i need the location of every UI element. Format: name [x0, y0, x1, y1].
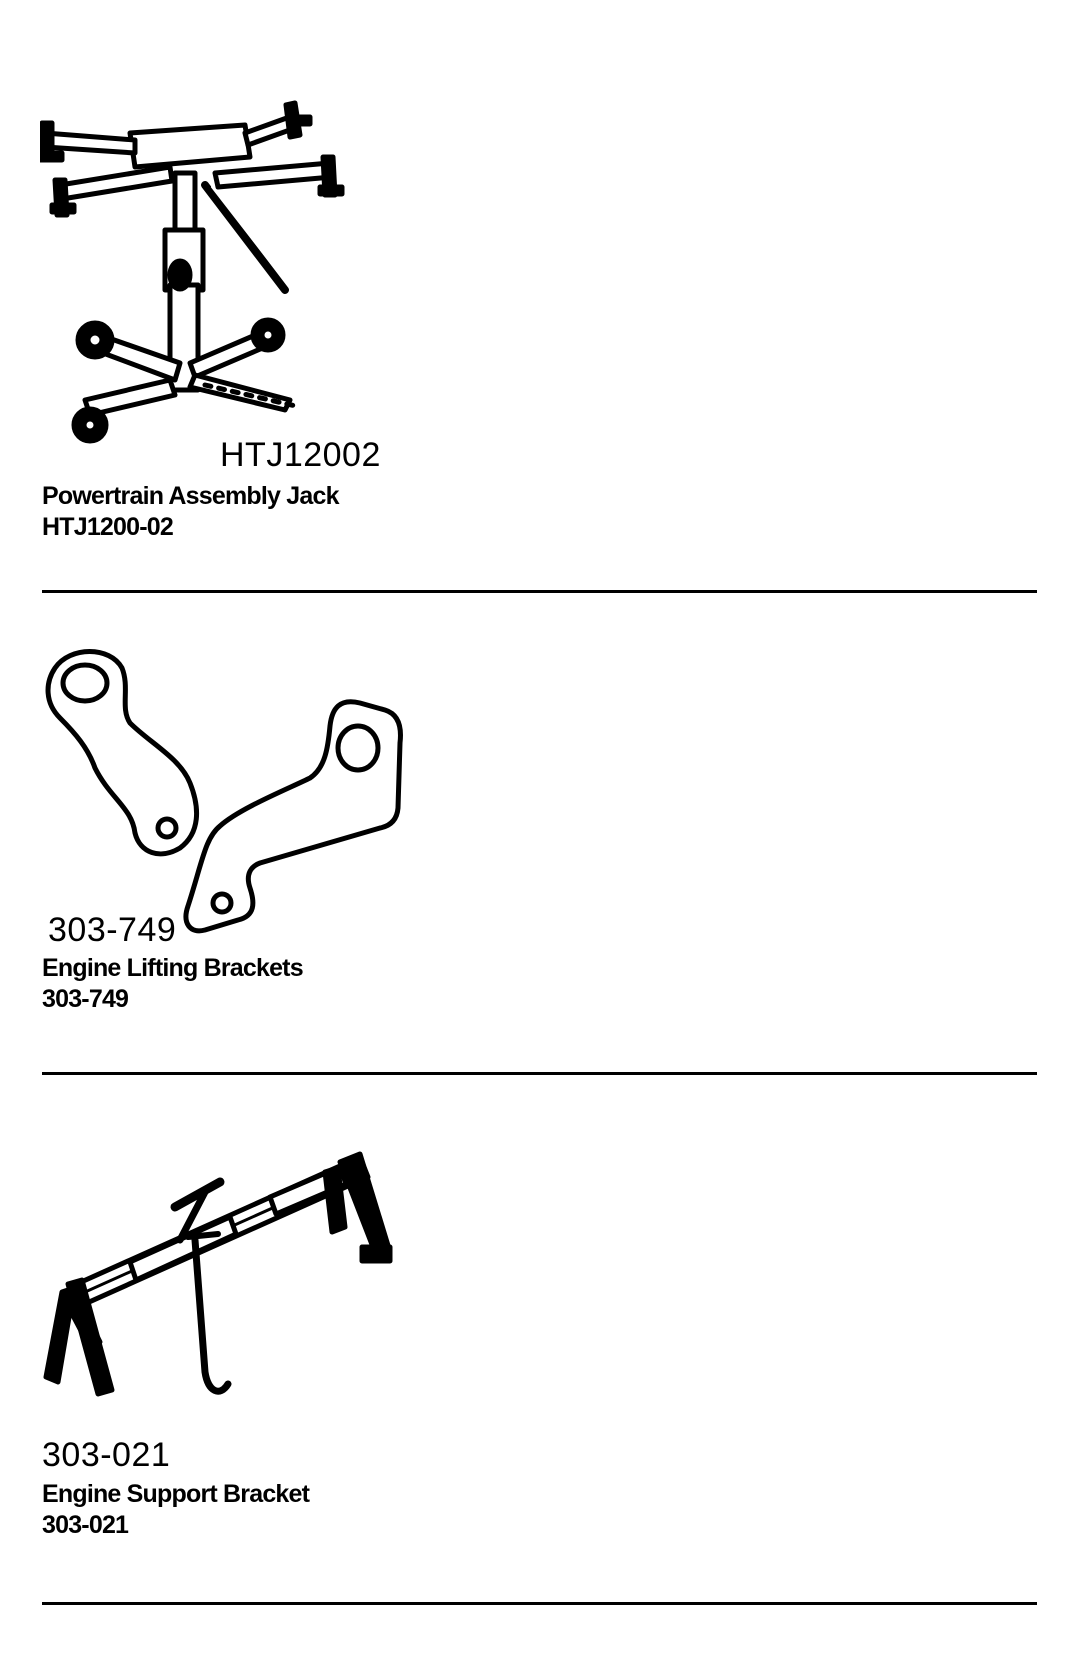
- illustration-code: 303-021: [42, 1436, 171, 1474]
- lifting-brackets-illustration: [45, 649, 403, 934]
- powertrain-jack-illustration: [40, 100, 345, 444]
- tool-number: 303-749: [42, 985, 129, 1013]
- illustration-code: 303-749: [48, 911, 177, 949]
- divider: [42, 1072, 1037, 1075]
- tool-name: Powertrain Assembly Jack: [42, 482, 340, 510]
- tool-number: HTJ1200-02: [42, 513, 174, 541]
- tool-name: Engine Support Bracket: [42, 1480, 310, 1508]
- tool-entry-powertrain-jack: HTJ12002 Powertrain Assembly Jack HTJ120…: [0, 0, 1072, 600]
- illustration-code: HTJ12002: [220, 436, 381, 474]
- tool-entry-lifting-brackets: 303-749 Engine Lifting Brackets 303-749: [0, 600, 1072, 1070]
- tool-name: Engine Lifting Brackets: [42, 954, 304, 982]
- support-bracket-illustration: [43, 1151, 393, 1397]
- tool-number: 303-021: [42, 1511, 129, 1539]
- tool-entry-support-bracket: 303-021 Engine Support Bracket 303-021: [0, 1080, 1072, 1600]
- divider: [42, 590, 1037, 593]
- divider: [42, 1602, 1037, 1605]
